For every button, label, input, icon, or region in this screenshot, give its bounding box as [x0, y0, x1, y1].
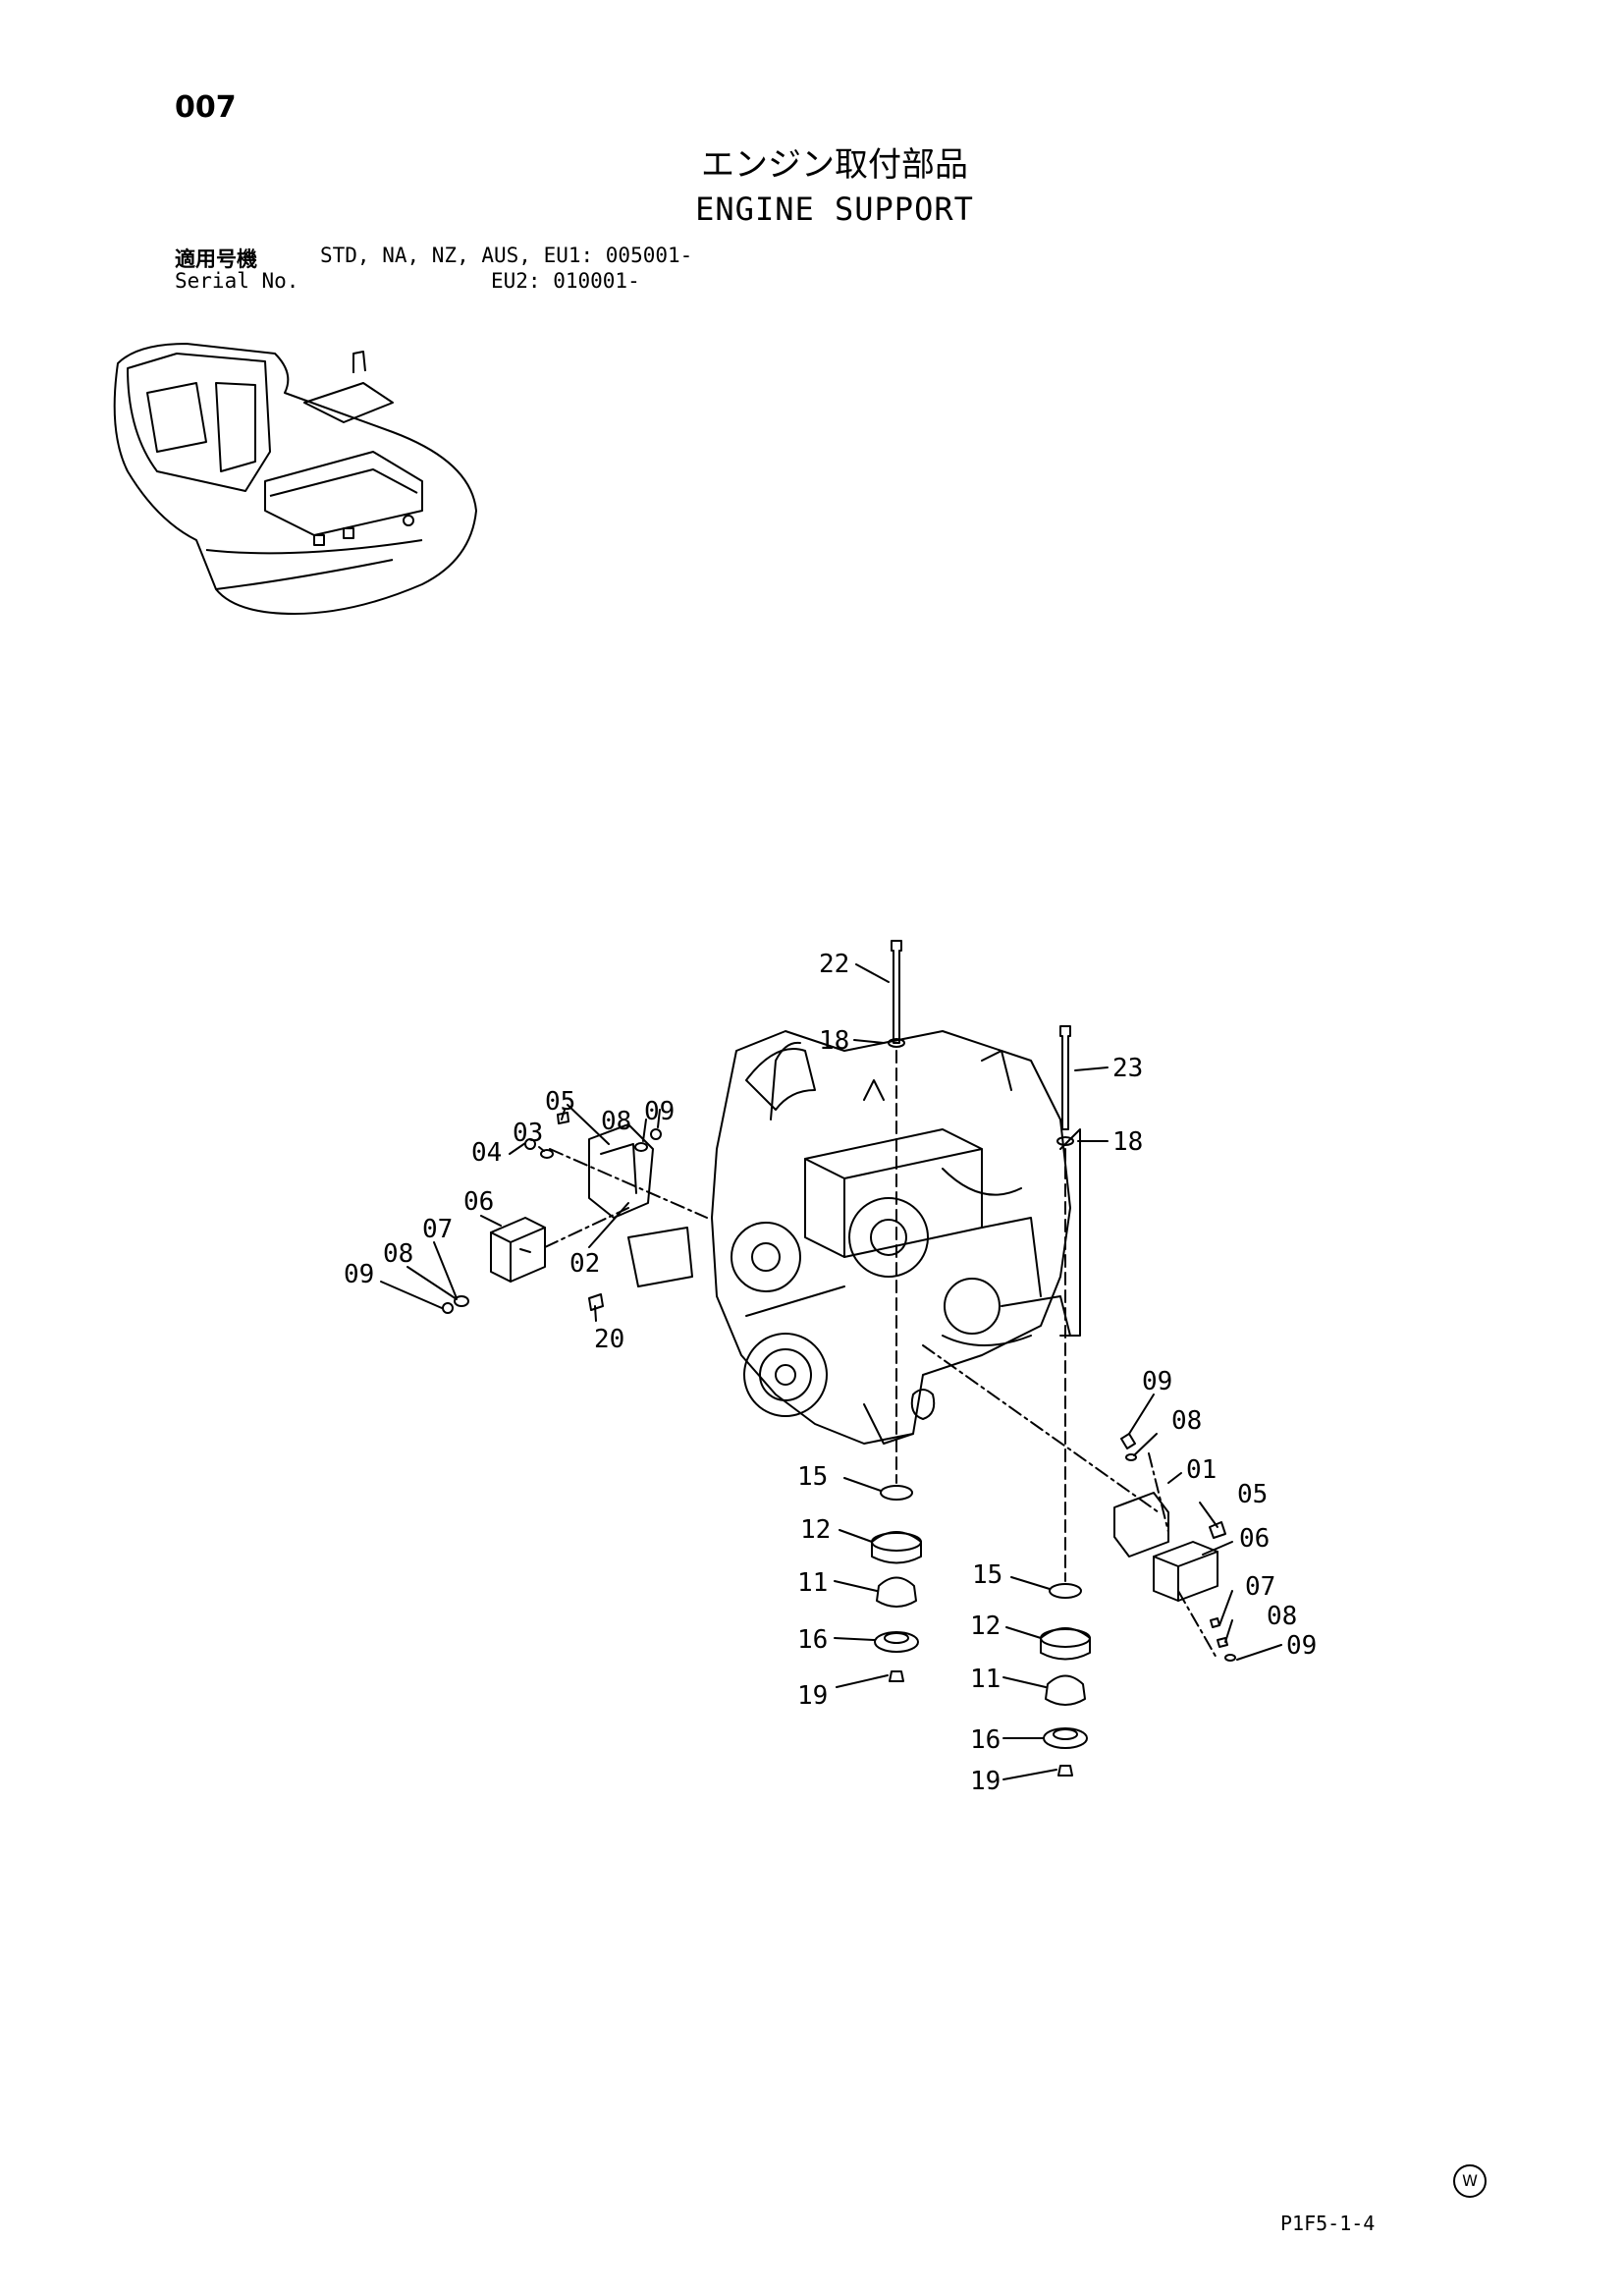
callout-12-left: 12	[800, 1515, 831, 1545]
callout-22: 22	[819, 950, 849, 979]
callout-19-right: 19	[970, 1767, 1001, 1796]
serial-models-line-1: STD, NA, NZ, AUS, EU1: 005001-	[320, 244, 693, 267]
callout-07-left: 07	[422, 1215, 453, 1244]
callout-12-right: 12	[970, 1612, 1001, 1641]
callout-01: 01	[1186, 1455, 1217, 1485]
callout-09-right-upper: 09	[1142, 1367, 1172, 1396]
callout-15-left: 15	[797, 1462, 828, 1492]
callout-08-left-upper: 08	[601, 1107, 631, 1136]
callout-05-left: 05	[545, 1087, 575, 1117]
callout-05-right: 05	[1237, 1480, 1268, 1509]
callout-09-right-lower: 09	[1286, 1631, 1317, 1661]
callout-11-left: 11	[797, 1568, 828, 1598]
callout-20: 20	[594, 1325, 624, 1354]
serial-label-japanese: 適用号機	[175, 247, 257, 271]
title-japanese: エンジン取付部品	[701, 145, 968, 185]
callout-07-right: 07	[1245, 1572, 1275, 1602]
callout-03: 03	[513, 1119, 543, 1148]
callout-18-top-left: 18	[819, 1026, 849, 1056]
callout-16-left: 16	[797, 1625, 828, 1655]
callout-08-right-lower: 08	[1267, 1602, 1297, 1631]
callout-02: 02	[569, 1249, 600, 1279]
serial-models-line-2: EU2: 010001-	[491, 269, 640, 293]
callout-09-left-lower: 09	[344, 1260, 374, 1289]
page-number: 007	[175, 90, 237, 125]
callout-15-right: 15	[972, 1560, 1002, 1590]
callout-06-right: 06	[1239, 1524, 1270, 1554]
callout-09-left-upper: 09	[644, 1097, 675, 1126]
callout-18-top-right: 18	[1112, 1127, 1143, 1157]
callout-04: 04	[471, 1138, 502, 1168]
callout-23: 23	[1112, 1054, 1143, 1083]
watermark-circle-w: W	[1453, 2164, 1487, 2198]
callout-08-left-lower: 08	[383, 1239, 413, 1269]
callout-06-left: 06	[463, 1187, 494, 1217]
title-english: ENGINE SUPPORT	[695, 191, 974, 228]
serial-label-english: Serial No.	[175, 269, 299, 293]
engine-assembly	[711, 1030, 1081, 1445]
figure-code: P1F5-1-4	[1280, 2212, 1376, 2235]
callout-11-right: 11	[970, 1665, 1001, 1694]
callout-16-right: 16	[970, 1725, 1001, 1755]
callout-08-right-upper: 08	[1171, 1406, 1202, 1436]
machine-location-thumbnail	[113, 343, 477, 615]
callout-19-left: 19	[797, 1681, 828, 1711]
